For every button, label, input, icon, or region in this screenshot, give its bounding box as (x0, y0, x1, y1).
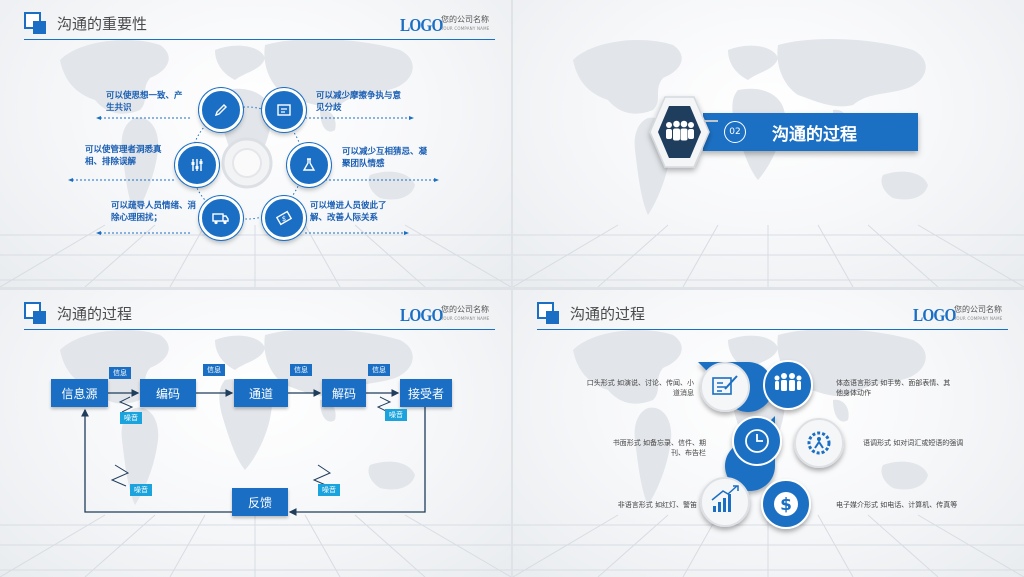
form-written: 书面形式 如备忘录、信件、期刊、布告栏 (612, 439, 706, 457)
money-icon: $ (262, 196, 306, 240)
noise-tag: 噪音 (385, 409, 407, 421)
logo: LOGO (400, 305, 443, 325)
header-mark-icon (537, 302, 561, 326)
benefit-6: 可以增进人员彼此了解、改善人际关系 (310, 201, 387, 223)
node-encode: 编码 (140, 379, 196, 407)
noise-tag: 噪音 (318, 484, 340, 496)
node-source: 信息源 (51, 379, 108, 407)
header-divider (24, 39, 495, 40)
truck-icon (199, 196, 243, 240)
edit-icon (712, 375, 738, 395)
benefit-4: 可以减少摩擦争执与意见分歧 (316, 91, 402, 113)
company-name: 您的公司名称 (441, 15, 489, 24)
logo: LOGO (913, 305, 956, 325)
people-icon (663, 120, 697, 148)
pencil-icon (199, 88, 243, 132)
form-intonation: 语调形式 如对词汇或短语的强调 (863, 439, 964, 447)
slide-importance[interactable]: 沟通的重要性 LOGO 您的公司名称 YOUR COMPANY NAME $ 可… (0, 0, 511, 287)
node-channel: 通道 (234, 379, 288, 407)
node-decode: 解码 (322, 379, 366, 407)
slide-title: 沟通的重要性 (57, 15, 148, 33)
people-icon (774, 373, 802, 391)
header-mark-icon (24, 12, 48, 36)
svg-text:$: $ (780, 495, 792, 515)
slide-title: 沟通的过程 (570, 305, 646, 323)
chart-icon (711, 485, 739, 512)
node-feedback: 反馈 (232, 488, 288, 516)
info-tag: 信息 (203, 364, 225, 376)
company-name: 您的公司名称 (954, 305, 1002, 314)
flask-icon (287, 143, 331, 187)
slide-section-02[interactable]: 02 沟通的过程 (513, 0, 1024, 287)
form-nonverbal: 非语言形式 如红灯、警笛 (617, 501, 697, 509)
company-name-en: YOUR COMPANY NAME (441, 26, 490, 31)
node-receiver: 接受者 (400, 379, 452, 407)
section-title: 沟通的过程 (772, 125, 857, 145)
flow-arrows (81, 389, 426, 516)
svg-text:$: $ (282, 215, 286, 223)
benefit-1: 可以使思想一致、产生共识 (106, 91, 183, 113)
icon-bubbles: $ (698, 360, 844, 529)
company-name-en: YOUR COMPANY NAME (441, 316, 490, 321)
company-name: 您的公司名称 (441, 305, 489, 314)
form-body-language: 体态语言形式 如手势、面部表情、其他身体动作 (836, 379, 951, 397)
slide-process-forms[interactable]: 沟通的过程 LOGO 您的公司名称 YOUR COMPANY NAME (513, 290, 1024, 577)
noise-tag: 噪音 (120, 412, 142, 424)
info-tag: 信息 (109, 367, 131, 379)
gear-person-icon (807, 431, 831, 455)
info-tag: 信息 (368, 364, 390, 376)
section-graphic (649, 96, 918, 168)
benefit-2: 可以使管理者洞悉真相、排除误解 (85, 145, 162, 167)
info-tag: 信息 (290, 364, 312, 376)
logo: LOGO (400, 15, 443, 35)
slide-title: 沟通的过程 (57, 305, 133, 323)
header-divider (24, 329, 495, 330)
benefit-3: 可以疏导人员情绪、消除心理困扰； (111, 201, 197, 223)
dollar-icon: $ (774, 492, 798, 516)
clock-icon (745, 429, 769, 453)
document-icon (262, 88, 306, 132)
equalizer-icon (175, 143, 219, 187)
form-oral: 口头形式 如演说、讨论、传闻、小道消息 (586, 379, 694, 397)
slide-process-flow[interactable]: 沟通的过程 LOGO 您的公司名称 YOUR COMPANY NAME 信息源 … (0, 290, 511, 577)
benefit-5: 可以减少互相猜忌、凝聚团队情感 (342, 147, 428, 169)
header-mark-icon (24, 302, 48, 326)
section-number: 02 (724, 121, 746, 143)
company-name-en: YOUR COMPANY NAME (954, 316, 1003, 321)
dashed-connectors (68, 106, 439, 235)
form-electronic: 电子媒介形式 如电话、计算机、传真等 (836, 501, 958, 509)
noise-tag: 噪音 (130, 484, 152, 496)
header-divider (537, 329, 1008, 330)
